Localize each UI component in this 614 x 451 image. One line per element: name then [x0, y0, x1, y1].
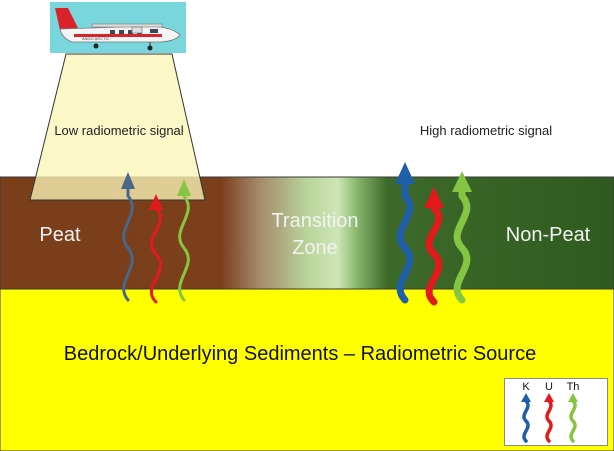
legend-wave-th	[568, 393, 578, 443]
high-signal-label: High radiometric signal	[419, 123, 553, 138]
aircraft-lettering: ANGO ARCTIC	[82, 36, 110, 41]
legend: K U Th	[504, 378, 608, 446]
sensor-beam	[29, 53, 206, 201]
legend-wave-k	[521, 393, 531, 443]
low-signal-waves	[121, 172, 191, 304]
wave-k-high	[395, 162, 415, 304]
peat-label: Peat	[39, 224, 81, 246]
wave-k-low	[121, 172, 135, 302]
legend-waves	[521, 393, 578, 443]
aircraft-tail	[55, 8, 78, 30]
aircraft-stripe	[74, 34, 162, 37]
aircraft-wheel	[93, 43, 99, 49]
non-peat-label: Non-Peat	[505, 224, 591, 246]
high-signal-waves	[395, 162, 472, 306]
aircraft-engine	[131, 26, 143, 34]
low-signal-label: Low radiometric signal	[54, 123, 184, 138]
aircraft-icon: ANGO ARCTIC	[50, 2, 186, 53]
legend-label-u: U	[545, 381, 553, 393]
transition-zone-label: Transition Zone	[271, 210, 359, 259]
legend-wave-u	[544, 393, 554, 443]
wave-u-high	[424, 187, 444, 306]
wave-th-low	[177, 179, 191, 302]
legend-label-th: Th	[566, 381, 580, 393]
aircraft-wing	[91, 23, 163, 28]
wave-u-low	[149, 194, 163, 304]
bedrock-label: Bedrock/Underlying Sediments – Radiometr…	[63, 343, 537, 365]
aircraft-wheel	[147, 45, 153, 51]
legend-label-k: K	[522, 381, 530, 393]
wave-th-high	[452, 171, 472, 304]
